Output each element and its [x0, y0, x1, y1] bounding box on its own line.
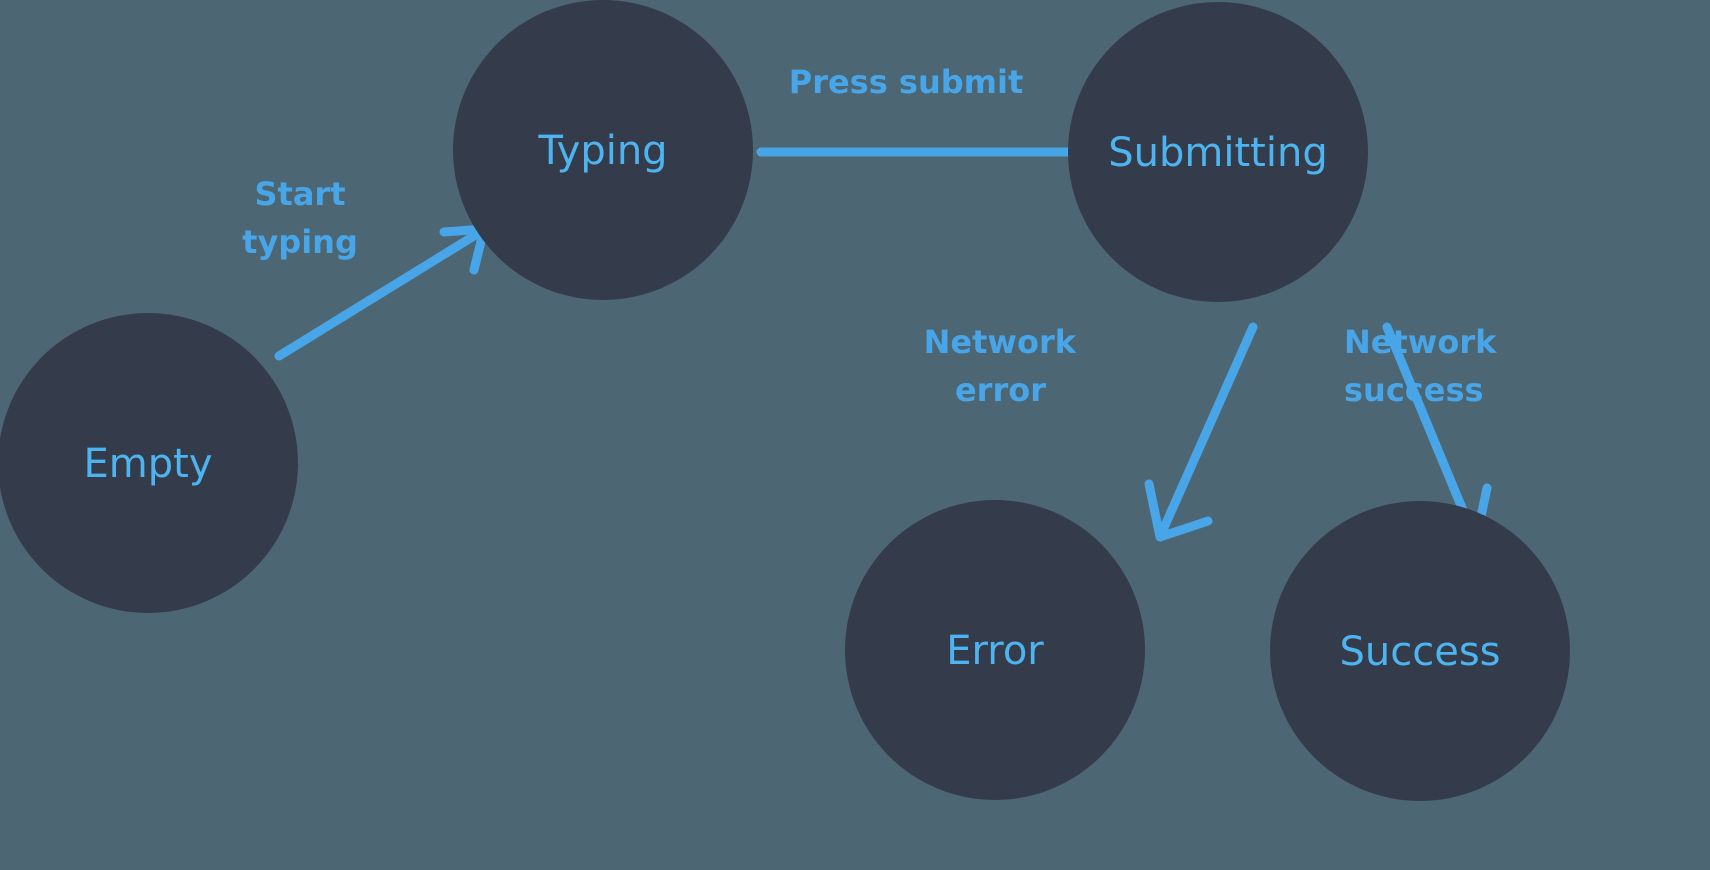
edge-label-start-typing-line-1: Start [254, 175, 345, 213]
node-success-circle [1270, 501, 1570, 801]
node-error-label: Error [946, 628, 1044, 674]
edge-label-start-typing: Start typing [242, 175, 358, 261]
edge-label-network-error-line-1: Network [924, 323, 1077, 361]
edge-label-network-success-line-1: Network [1344, 323, 1497, 361]
edge-label-network-error-line-2: error [955, 371, 1046, 409]
edge-submitting-to-error[interactable] [1144, 322, 1258, 542]
node-error[interactable]: Error [845, 500, 1145, 800]
edge-label-press-submit-line-1: Press submit [789, 63, 1024, 101]
node-submitting-circle [1068, 2, 1368, 302]
node-success[interactable]: Success [1270, 501, 1570, 801]
node-typing-circle [453, 0, 753, 300]
node-submitting[interactable]: Submitting [1068, 2, 1368, 302]
edge-label-press-submit: Press submit [789, 63, 1024, 101]
edge-label-network-success-line-2: success [1344, 371, 1484, 409]
node-typing-label: Typing [537, 128, 667, 174]
edge-line-start-typing [274, 226, 487, 361]
node-empty-label: Empty [84, 441, 213, 487]
node-empty-circle [0, 313, 298, 613]
arrowhead-network-error [1144, 479, 1213, 542]
edge-line-network-success [1382, 322, 1477, 537]
edge-label-start-typing-line-2: typing [242, 223, 358, 261]
edge-line-network-error [1158, 322, 1258, 535]
node-error-circle [845, 500, 1145, 800]
node-submitting-label: Submitting [1108, 130, 1327, 176]
edge-label-network-success: Network success [1344, 323, 1497, 409]
node-empty[interactable]: Empty [0, 313, 298, 613]
node-typing[interactable]: Typing [453, 0, 753, 300]
edge-label-network-error: Network error [924, 323, 1077, 409]
node-success-label: Success [1339, 629, 1500, 675]
